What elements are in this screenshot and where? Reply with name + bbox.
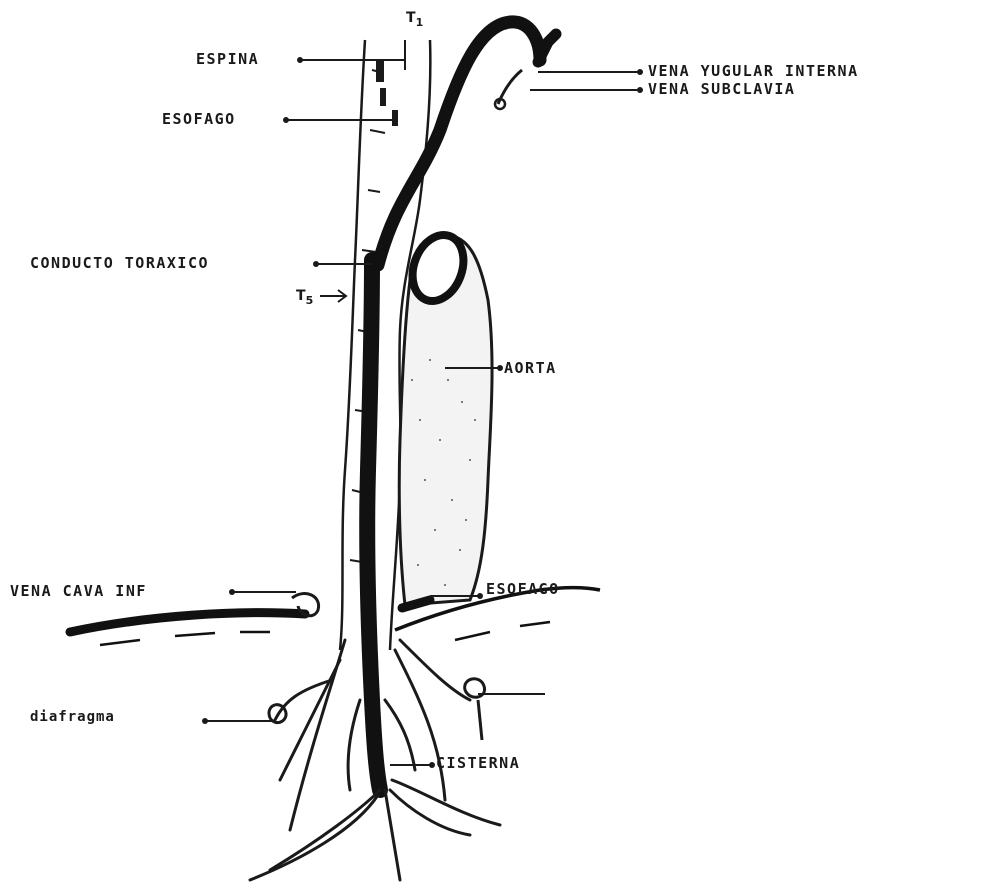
esophagus-streak [376,60,398,126]
marker-t1-sub: 1 [416,16,424,29]
marker-t5: T5 [296,288,313,304]
duct-arch [378,22,540,265]
label-vena-subclavia: VENA SUBCLAVIA [648,82,795,97]
label-vena-cava: VENA CAVA INF [10,584,147,599]
label-cisterna: CISTERNA [436,756,520,771]
label-espina: ESPINA [196,52,259,67]
t5-arrow [320,290,346,302]
label-diafragma: diafragma [30,710,115,724]
marker-t5-sub: 5 [306,294,314,307]
label-esofago-top: ESOFAGO [162,112,236,127]
label-vena-yugular: VENA YUGULAR INTERNA [648,64,859,79]
right-loop-stem [478,700,482,740]
aorta [399,228,492,605]
label-conducto-toraxico: CONDUCTO TORAXICO [30,256,209,271]
marker-t5-letter: T [296,288,306,304]
label-esofago-bottom: ESOFAGO [486,582,560,597]
label-aorta: AORTA [504,361,557,376]
marker-t1-letter: T [406,10,416,26]
thoracic-duct [367,260,380,790]
marker-t1: T1 [406,10,423,26]
